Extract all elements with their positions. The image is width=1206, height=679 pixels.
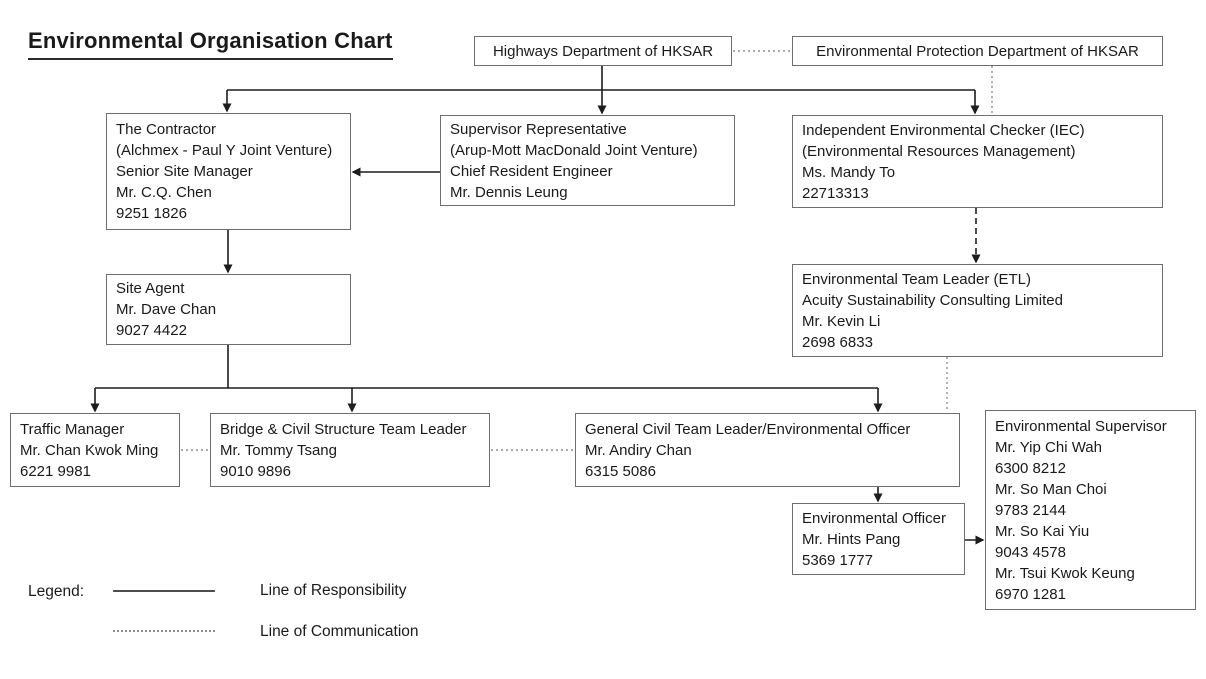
node-environmental-supervisor: Environmental Supervisor Mr. Yip Chi Wah… — [985, 410, 1196, 610]
node-independent-environmental-checker: Independent Environmental Checker (IEC) … — [792, 115, 1163, 208]
node-environmental-protection-department: Environmental Protection Department of H… — [792, 36, 1163, 66]
node-highways-department: Highways Department of HKSAR — [474, 36, 732, 66]
node-environmental-protection-department-text: Environmental Protection Department of H… — [816, 42, 1139, 60]
node-general-civil-team-leader: General Civil Team Leader/Environmental … — [575, 413, 960, 487]
node-general-civil-team-leader-text: General Civil Team Leader/Environmental … — [585, 420, 911, 480]
communication-lines — [181, 50, 993, 451]
node-bridge-civil-structure-team-leader: Bridge & Civil Structure Team Leader Mr.… — [210, 413, 490, 487]
legend-communication-label: Line of Communication — [260, 623, 419, 640]
node-supervisor-representative: Supervisor Representative (Arup-Mott Mac… — [440, 115, 735, 206]
node-site-agent-text: Site Agent Mr. Dave Chan 9027 4422 — [116, 280, 217, 339]
chart-title: Environmental Organisation Chart — [28, 28, 393, 60]
node-supervisor-representative-text: Supervisor Representative (Arup-Mott Mac… — [450, 120, 698, 201]
legend-solid-line-swatch — [113, 590, 215, 592]
node-environmental-team-leader-text: Environmental Team Leader (ETL) Acuity S… — [802, 270, 1063, 351]
node-contractor: The Contractor (Alchmex - Paul Y Joint V… — [106, 113, 351, 230]
node-contractor-text: The Contractor (Alchmex - Paul Y Joint V… — [116, 121, 333, 222]
node-environmental-officer-text: Environmental Officer Mr. Hints Pang 536… — [802, 509, 946, 569]
node-bridge-civil-structure-team-leader-text: Bridge & Civil Structure Team Leader Mr.… — [220, 420, 467, 480]
node-traffic-manager-text: Traffic Manager Mr. Chan Kwok Ming 6221 … — [20, 420, 159, 480]
node-site-agent: Site Agent Mr. Dave Chan 9027 4422 — [106, 274, 351, 345]
node-environmental-officer: Environmental Officer Mr. Hints Pang 536… — [792, 503, 965, 575]
legend-dotted-line-swatch — [113, 630, 215, 632]
legend-responsibility-label: Line of Responsibility — [260, 582, 407, 599]
node-independent-environmental-checker-text: Independent Environmental Checker (IEC) … — [802, 121, 1085, 202]
legend-label: Legend: — [28, 583, 85, 600]
node-environmental-supervisor-text: Environmental Supervisor Mr. Yip Chi Wah… — [995, 417, 1167, 603]
node-highways-department-text: Highways Department of HKSAR — [492, 42, 714, 60]
node-traffic-manager: Traffic Manager Mr. Chan Kwok Ming 6221 … — [10, 413, 180, 487]
node-environmental-team-leader: Environmental Team Leader (ETL) Acuity S… — [792, 264, 1163, 357]
